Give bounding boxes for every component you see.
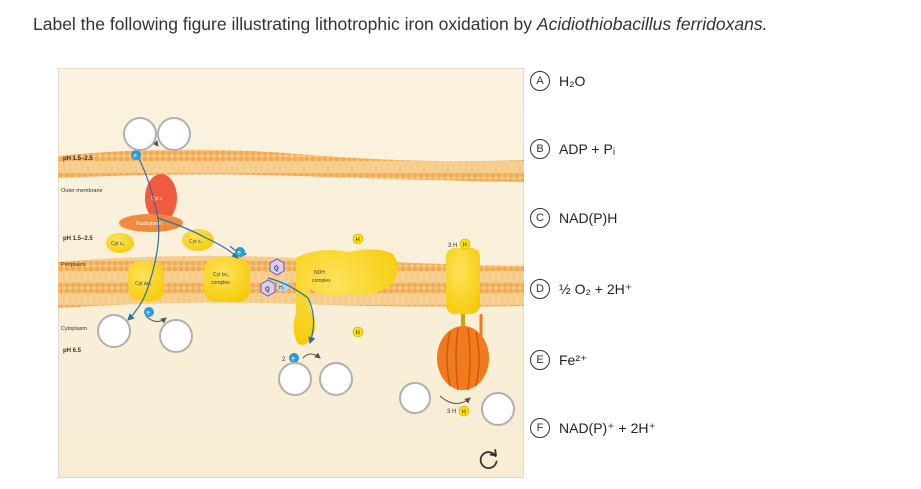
choice-d[interactable]: D ½ O₂ + 2H⁺ — [530, 274, 632, 304]
choice-a[interactable]: A H₂O — [530, 66, 585, 96]
cyt-aa3-label: Cyt aa₃ — [135, 281, 152, 287]
q-label-bottom: Q — [265, 287, 270, 293]
cyt-bc1-complex: Cyt bc₁ complex — [204, 258, 250, 302]
proton-label-1: H — [356, 238, 360, 244]
drop-target-7[interactable] — [399, 382, 431, 414]
cytoplasm-label: Cytoplasm — [61, 326, 87, 332]
cytoplasmic-membrane — [58, 255, 524, 308]
outer-membrane — [58, 149, 524, 182]
cyt-c-label: Cyt c — [151, 196, 163, 202]
choice-f-text: NAD(P)⁺ + 2H⁺ — [559, 419, 656, 436]
atp-synthase — [437, 248, 489, 391]
two-electron-label: 2 — [282, 357, 286, 363]
rusticyanin-protein: Rusticyanin — [119, 214, 183, 232]
choice-b[interactable]: B ADP + Pᵢ — [530, 134, 615, 164]
rusticyanin-label: Rusticyanin — [136, 221, 162, 227]
cyt-bc1-complex-label: complex — [211, 280, 230, 286]
choice-c-text: NAD(P)H — [559, 210, 618, 226]
choice-e-text: Fe²⁺ — [559, 351, 588, 368]
drop-targets — [97, 117, 515, 426]
ph-outer-label: pH 1.5–2.5 — [63, 156, 93, 162]
species-name: Acidiothiobacillus ferridoxans. — [536, 14, 768, 34]
electron-label-3: e — [147, 311, 151, 317]
question-text: Label the following figure illustrating … — [33, 14, 767, 35]
electron-label-2: e — [238, 251, 242, 257]
cyt-aa3-complex: Cyt aa₃ — [128, 261, 164, 301]
cyt-c4-mid-label: Cyt c₄ — [189, 239, 202, 245]
electron-label-1: e — [134, 154, 138, 160]
iron-oxidation-figure: pH 1.5–2.5 Outer membrane pH 1.5–2.5 Per… — [58, 68, 524, 478]
figure-svg: pH 1.5–2.5 Outer membrane pH 1.5–2.5 Per… — [58, 68, 524, 478]
three-h-top: 3 H — [448, 243, 457, 249]
choice-d-letter: D — [530, 279, 550, 299]
choice-a-text: H₂O — [559, 73, 586, 89]
ph-periplasm-label: pH 1.5–2.5 — [63, 236, 93, 242]
three-h-bottom: 3 H — [447, 409, 456, 415]
cyt-c4-left: Cyt c₄ — [106, 233, 134, 253]
quinone-q: Q Q H₂ — [260, 258, 289, 297]
answer-choices: A H₂O B ADP + Pᵢ C NAD(P)H D ½ O₂ + 2H⁺ … — [530, 66, 910, 466]
drop-target-1[interactable] — [123, 117, 157, 151]
electron-markers: e e e e 2 — [131, 150, 299, 363]
cyt-c4-mid: Cyt c₄ — [182, 229, 214, 251]
ph-cyto-label: pH 6.5 — [63, 348, 82, 354]
reset-icon[interactable] — [477, 447, 501, 471]
qh2-label: H₂ — [279, 285, 285, 291]
drop-target-6[interactable] — [319, 362, 353, 396]
choice-a-letter: A — [530, 71, 550, 91]
question-prefix: Label the following figure illustrating … — [33, 14, 537, 34]
periplasm-label: Periplasm — [61, 262, 86, 268]
drop-target-2[interactable] — [157, 117, 191, 151]
proton-label-2: H — [356, 331, 360, 337]
q-label-top: Q — [274, 266, 279, 272]
choice-c[interactable]: C NAD(P)H — [530, 203, 617, 233]
drop-target-4[interactable] — [159, 319, 193, 353]
choice-e[interactable]: E Fe²⁺ — [530, 345, 587, 375]
choice-b-text: ADP + Pᵢ — [559, 141, 616, 157]
choice-d-text: ½ O₂ + 2H⁺ — [559, 280, 633, 297]
ndh-complex: NDH complex — [293, 249, 398, 345]
ndh-complex-label: complex — [312, 278, 331, 284]
choice-c-letter: C — [530, 208, 550, 228]
proton-label-3: H — [463, 243, 467, 249]
ndh-label: NDH — [314, 270, 325, 276]
cyt-c-protein: Cyt c — [145, 174, 177, 222]
choice-f-letter: F — [530, 418, 550, 438]
electron-label-4: e — [292, 357, 296, 363]
proton-label-4: H — [462, 410, 466, 416]
choice-e-letter: E — [530, 350, 550, 370]
cyt-bc1-label: Cyt bc₁ — [213, 272, 229, 278]
choice-b-letter: B — [530, 139, 550, 159]
proton-markers: H H 3 H H 3 H H — [352, 233, 471, 417]
drop-target-3[interactable] — [97, 314, 131, 348]
drop-target-8[interactable] — [481, 392, 515, 426]
electron-flow-arrows — [127, 152, 316, 345]
drop-target-5[interactable] — [278, 362, 312, 396]
choice-f[interactable]: F NAD(P)⁺ + 2H⁺ — [530, 413, 656, 443]
reset-icon-svg — [479, 449, 498, 469]
cyt-c4-left-label: Cyt c₄ — [111, 241, 124, 247]
outer-membrane-label: Outer membrane — [61, 188, 103, 194]
